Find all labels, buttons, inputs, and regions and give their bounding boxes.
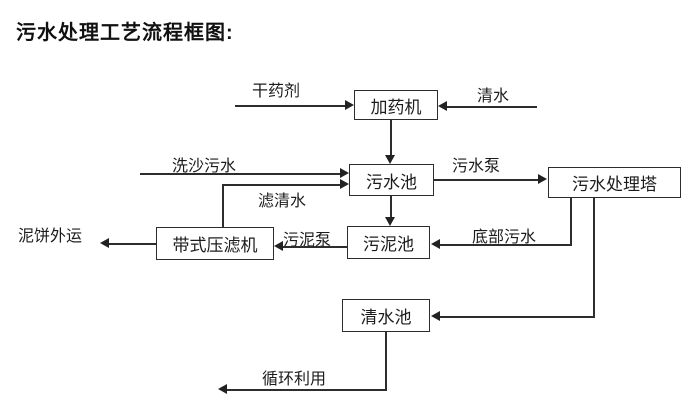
flow-label-mud-cake-out: 泥饼外运	[18, 228, 83, 245]
edge-mud-cake-line	[109, 243, 156, 245]
flow-label-filtered-water: 滤清水	[258, 193, 307, 210]
arrow-left-icon	[218, 384, 227, 394]
arrow-down-icon	[385, 217, 395, 226]
flow-label-recycle-use: 循环利用	[262, 371, 327, 388]
arrow-down-icon	[385, 155, 395, 164]
edge-sludge-pump-line	[283, 246, 347, 248]
edge-sewage-to-sludge-line	[390, 196, 392, 217]
node-treatment-tower: 污水处理塔	[548, 167, 681, 198]
flow-label-sludge-pump: 污泥泵	[283, 232, 332, 249]
edge-recycle-vline	[385, 332, 387, 390]
edge-bottom-sewage-vline	[570, 198, 572, 245]
edge-tower-to-clean-hline	[440, 316, 594, 318]
arrow-right-icon	[538, 174, 547, 184]
flow-label-bottom-sewage: 底部污水	[472, 229, 537, 246]
edge-clean-water-line	[447, 106, 537, 108]
node-sludge-pool: 污泥池	[347, 226, 430, 259]
flow-label-sand-washing-sewage: 洗沙污水	[172, 158, 237, 175]
edge-recycle-hline	[227, 389, 387, 391]
arrow-left-icon	[274, 241, 283, 251]
edge-bottom-sewage-hline	[440, 244, 572, 246]
edge-sand-washing-line	[140, 173, 340, 175]
edge-dosing-to-sewage-line	[390, 120, 392, 156]
edge-tower-to-clean-vline	[593, 198, 595, 318]
edge-filtered-water-vline	[222, 184, 224, 227]
edge-dry-agent-line	[235, 105, 345, 107]
arrow-right-icon	[345, 100, 354, 110]
flow-label-sewage-pump: 污水泵	[452, 158, 501, 175]
node-dosing-machine: 加药机	[354, 90, 438, 120]
page-title: 污水处理工艺流程框图:	[16, 22, 234, 44]
edge-filtered-water-hline	[222, 184, 340, 186]
arrow-left-icon	[100, 238, 109, 248]
arrow-left-icon	[431, 311, 440, 321]
node-belt-filter-press: 带式压滤机	[156, 227, 274, 260]
edge-sewage-pump-line	[434, 179, 538, 181]
arrow-left-icon	[438, 101, 447, 111]
flow-label-clean-water: 清水	[477, 88, 510, 105]
node-sewage-pool: 污水池	[349, 164, 434, 196]
arrow-right-icon	[340, 168, 349, 178]
flow-label-dry-agent: 干药剂	[252, 83, 301, 100]
arrow-left-icon	[431, 239, 440, 249]
node-clean-water-pool: 清水池	[342, 299, 430, 332]
arrow-right-icon	[340, 179, 349, 189]
